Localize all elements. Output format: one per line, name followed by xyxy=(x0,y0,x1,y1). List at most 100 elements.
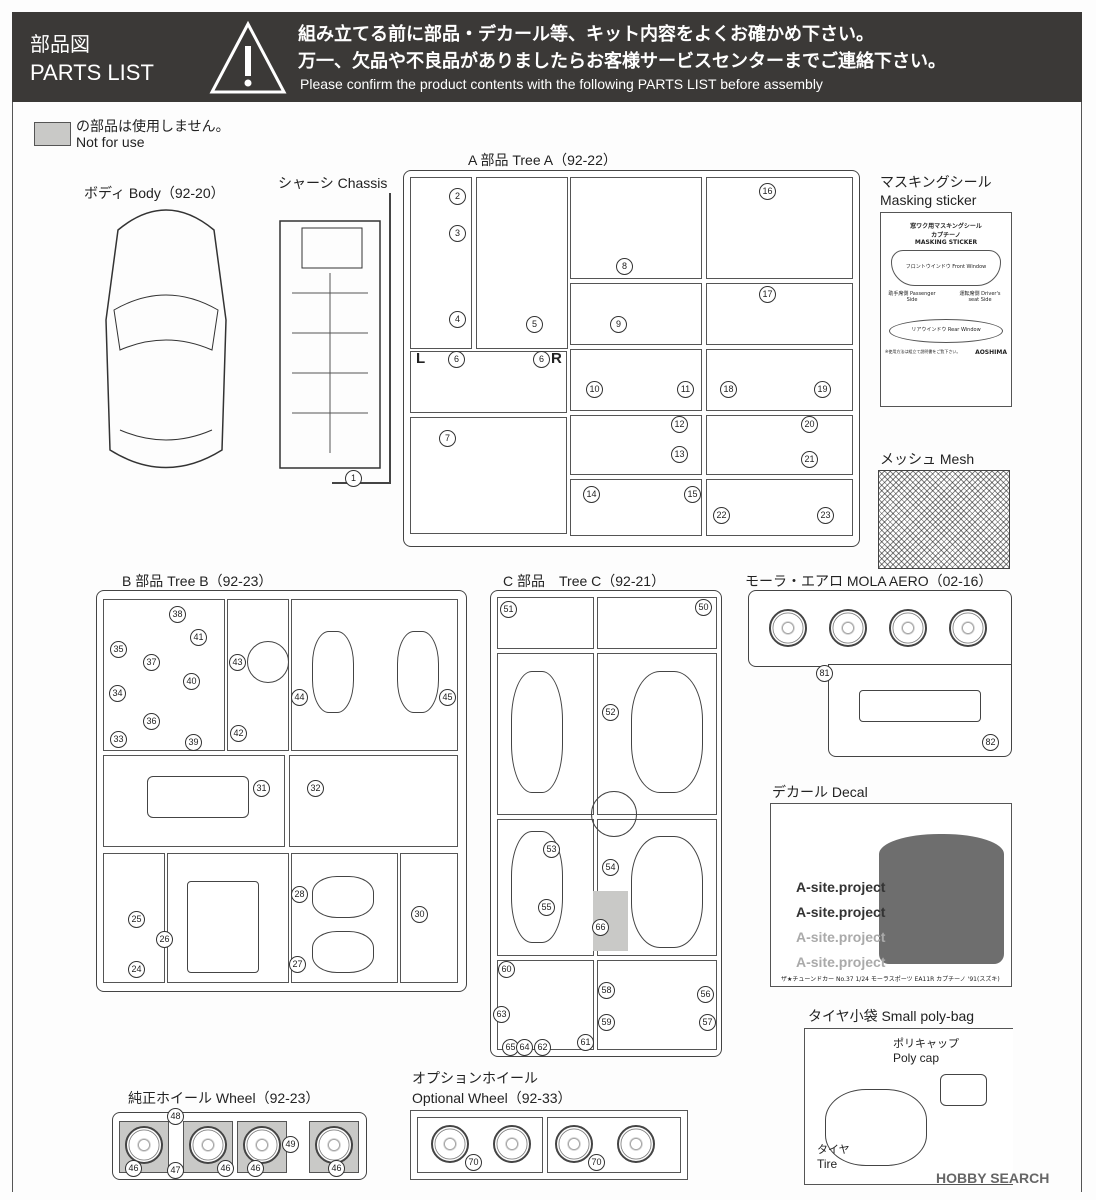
mesh-title: メッシュ Mesh xyxy=(880,451,975,467)
part-number-33: 33 xyxy=(110,731,127,748)
warning-jp-2: 万一、欠品や不良品がありましたらお客様サービスセンターまでご連絡下さい。 xyxy=(298,51,946,72)
optional-wheel-part xyxy=(617,1125,655,1163)
body-title: ボディ Body（92-20） xyxy=(84,185,225,201)
optional-title-jp: オプションホイール xyxy=(412,1070,538,1086)
mesh-sheet xyxy=(878,470,1010,569)
part-number-35: 35 xyxy=(110,641,127,658)
part-number-10: 10 xyxy=(586,381,603,398)
chassis-drawing xyxy=(279,193,391,484)
runner-cell xyxy=(706,177,853,279)
part-number-47: 47 xyxy=(167,1162,184,1179)
part-number-45: 45 xyxy=(439,689,456,706)
runner-cell xyxy=(706,415,853,475)
decal-text-3: A-site.project xyxy=(796,929,886,945)
runner-cell xyxy=(103,599,225,751)
part-number-36: 36 xyxy=(143,713,160,730)
door-panel-right xyxy=(397,631,439,713)
part-number-63: 63 xyxy=(493,1006,510,1023)
part-number-66: 66 xyxy=(592,919,609,936)
polybag-title: タイヤ小袋 Small poly-bag xyxy=(808,1008,975,1024)
body-drawing xyxy=(105,209,227,469)
part-number-32: 32 xyxy=(307,780,324,797)
warning-jp-1: 組み立てる前に部品・デカール等、キット内容をよくお確かめ下さい。 xyxy=(298,24,874,45)
mola-runner-lower xyxy=(828,664,1012,757)
part-number-51: 51 xyxy=(500,601,517,618)
part-number-6: 6 xyxy=(448,351,465,368)
part-number-21: 21 xyxy=(801,451,818,468)
masking-sheet-title-en: MASKING STICKER xyxy=(914,239,978,246)
hardtop-front xyxy=(631,671,703,793)
masking-sheet-title-jp: 窓ワク用マスキングシール xyxy=(910,223,982,230)
masking-sticker-sheet: 窓ワク用マスキングシール カプチーノ MASKING STICKER フロントウ… xyxy=(880,212,1012,407)
rear-window-frame xyxy=(511,831,563,943)
wheel-part xyxy=(125,1126,163,1164)
warning-en: Please confirm the product contents with… xyxy=(300,76,823,92)
runner-cell xyxy=(706,479,853,536)
part-number-12: 12 xyxy=(671,416,688,433)
part-number-14: 14 xyxy=(583,486,600,503)
aoshima-logo: AOSHIMA xyxy=(975,349,1007,356)
mola-wheel xyxy=(949,609,987,647)
runner-cell xyxy=(570,177,702,279)
part-number-50: 50 xyxy=(695,599,712,616)
tree-c-title: C 部品 Tree C（92-21） xyxy=(503,573,666,589)
part-number-54: 54 xyxy=(602,859,619,876)
part-number-28: 28 xyxy=(291,886,308,903)
part-number-64: 64 xyxy=(516,1039,533,1056)
not-for-use-swatch xyxy=(34,122,71,146)
part-number-5: 5 xyxy=(526,316,543,333)
legend-jp: の部品は使用しません。 xyxy=(76,118,230,134)
part-number-81: 81 xyxy=(816,665,833,682)
part-number-58: 58 xyxy=(598,982,615,999)
hobby-search-watermark: HOBBY SEARCH xyxy=(936,1170,1050,1186)
part-number-19: 19 xyxy=(814,381,831,398)
polycap-drawing xyxy=(940,1074,987,1106)
part-number-38: 38 xyxy=(169,606,186,623)
part-number-55: 55 xyxy=(538,899,555,916)
part-number-52: 52 xyxy=(602,704,619,721)
part-number-20: 20 xyxy=(801,416,818,433)
part-number-7: 7 xyxy=(439,430,456,447)
decal-sheet: A-site.project A-site.project A-site.pro… xyxy=(770,803,1012,987)
part-number-62: 62 xyxy=(534,1039,551,1056)
part-number-43: 43 xyxy=(229,654,246,671)
polycap-jp: ポリキャップ xyxy=(893,1038,959,1050)
wheel-part xyxy=(315,1126,353,1164)
mola-runner-upper xyxy=(748,590,1012,667)
tire-jp: タイヤ xyxy=(817,1144,850,1156)
chassis-title: シャーシ Chassis xyxy=(278,175,388,191)
tire-drawing xyxy=(825,1089,927,1166)
runner-ring xyxy=(591,791,637,837)
runner-cell xyxy=(476,177,568,349)
dashboard xyxy=(147,776,249,818)
part-number-26: 26 xyxy=(156,931,173,948)
tire-en: Tire xyxy=(817,1157,838,1171)
tree-a-right-label: R xyxy=(551,350,562,367)
runner-cell xyxy=(706,283,853,345)
part-number-46: 46 xyxy=(247,1160,264,1177)
part-number-34: 34 xyxy=(109,685,126,702)
part-number-53: 53 xyxy=(543,841,560,858)
part-number-22: 22 xyxy=(713,507,730,524)
part-number-30: 30 xyxy=(411,906,428,923)
windshield-frame xyxy=(511,671,563,793)
decal-text-4: A-site.project xyxy=(796,954,886,970)
header-bar: 部品図 PARTS LIST 組み立てる前に部品・デカール等、キット内容をよくお… xyxy=(12,12,1082,102)
part-number-24: 24 xyxy=(128,961,145,978)
title-jp: 部品図 xyxy=(30,32,90,56)
part-number-57: 57 xyxy=(699,1014,716,1031)
optional-wheel-part xyxy=(555,1125,593,1163)
masking-title-jp: マスキングシール xyxy=(880,174,992,190)
optional-wheel-part xyxy=(431,1125,469,1163)
masking-sheet-subtitle: カプチーノ xyxy=(931,232,961,239)
decal-text-2: A-site.project xyxy=(796,904,886,920)
tree-a-left-label: L xyxy=(416,350,426,367)
masking-footer: ※使用方法は組立て説明書をご覧下さい。 xyxy=(885,349,961,354)
part-number-56: 56 xyxy=(697,986,714,1003)
part-number-11: 11 xyxy=(677,381,694,398)
part-number-40: 40 xyxy=(183,673,200,690)
steering-wheel xyxy=(247,641,289,683)
part-number-60: 60 xyxy=(498,961,515,978)
wheel-runner xyxy=(112,1112,367,1180)
tree-b-title: B 部品 Tree B（92-23） xyxy=(122,573,273,589)
